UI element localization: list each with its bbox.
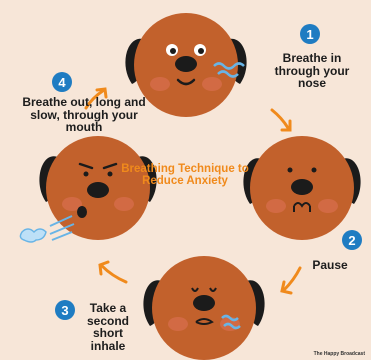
infographic-title: Breathing Technique to Reduce Anxiety <box>120 163 250 187</box>
dog-second-inhale <box>143 256 264 360</box>
step-3-label: Take a second short inhale <box>76 302 140 352</box>
step-2-badge: 2 <box>342 230 362 250</box>
dog-pause <box>243 136 360 240</box>
credit-text: The Happy Broadcast <box>314 351 365 357</box>
step-2-label: Pause <box>300 259 360 272</box>
step-4-badge: 4 <box>52 72 72 92</box>
step-1-badge: 1 <box>300 24 320 44</box>
dog-breathe-out <box>20 136 156 242</box>
step-1-label: Breathe in through your nose <box>262 52 362 90</box>
step-4-label: Breathe out, long and slow, through your… <box>22 96 146 134</box>
step-3-badge: 3 <box>55 300 75 320</box>
